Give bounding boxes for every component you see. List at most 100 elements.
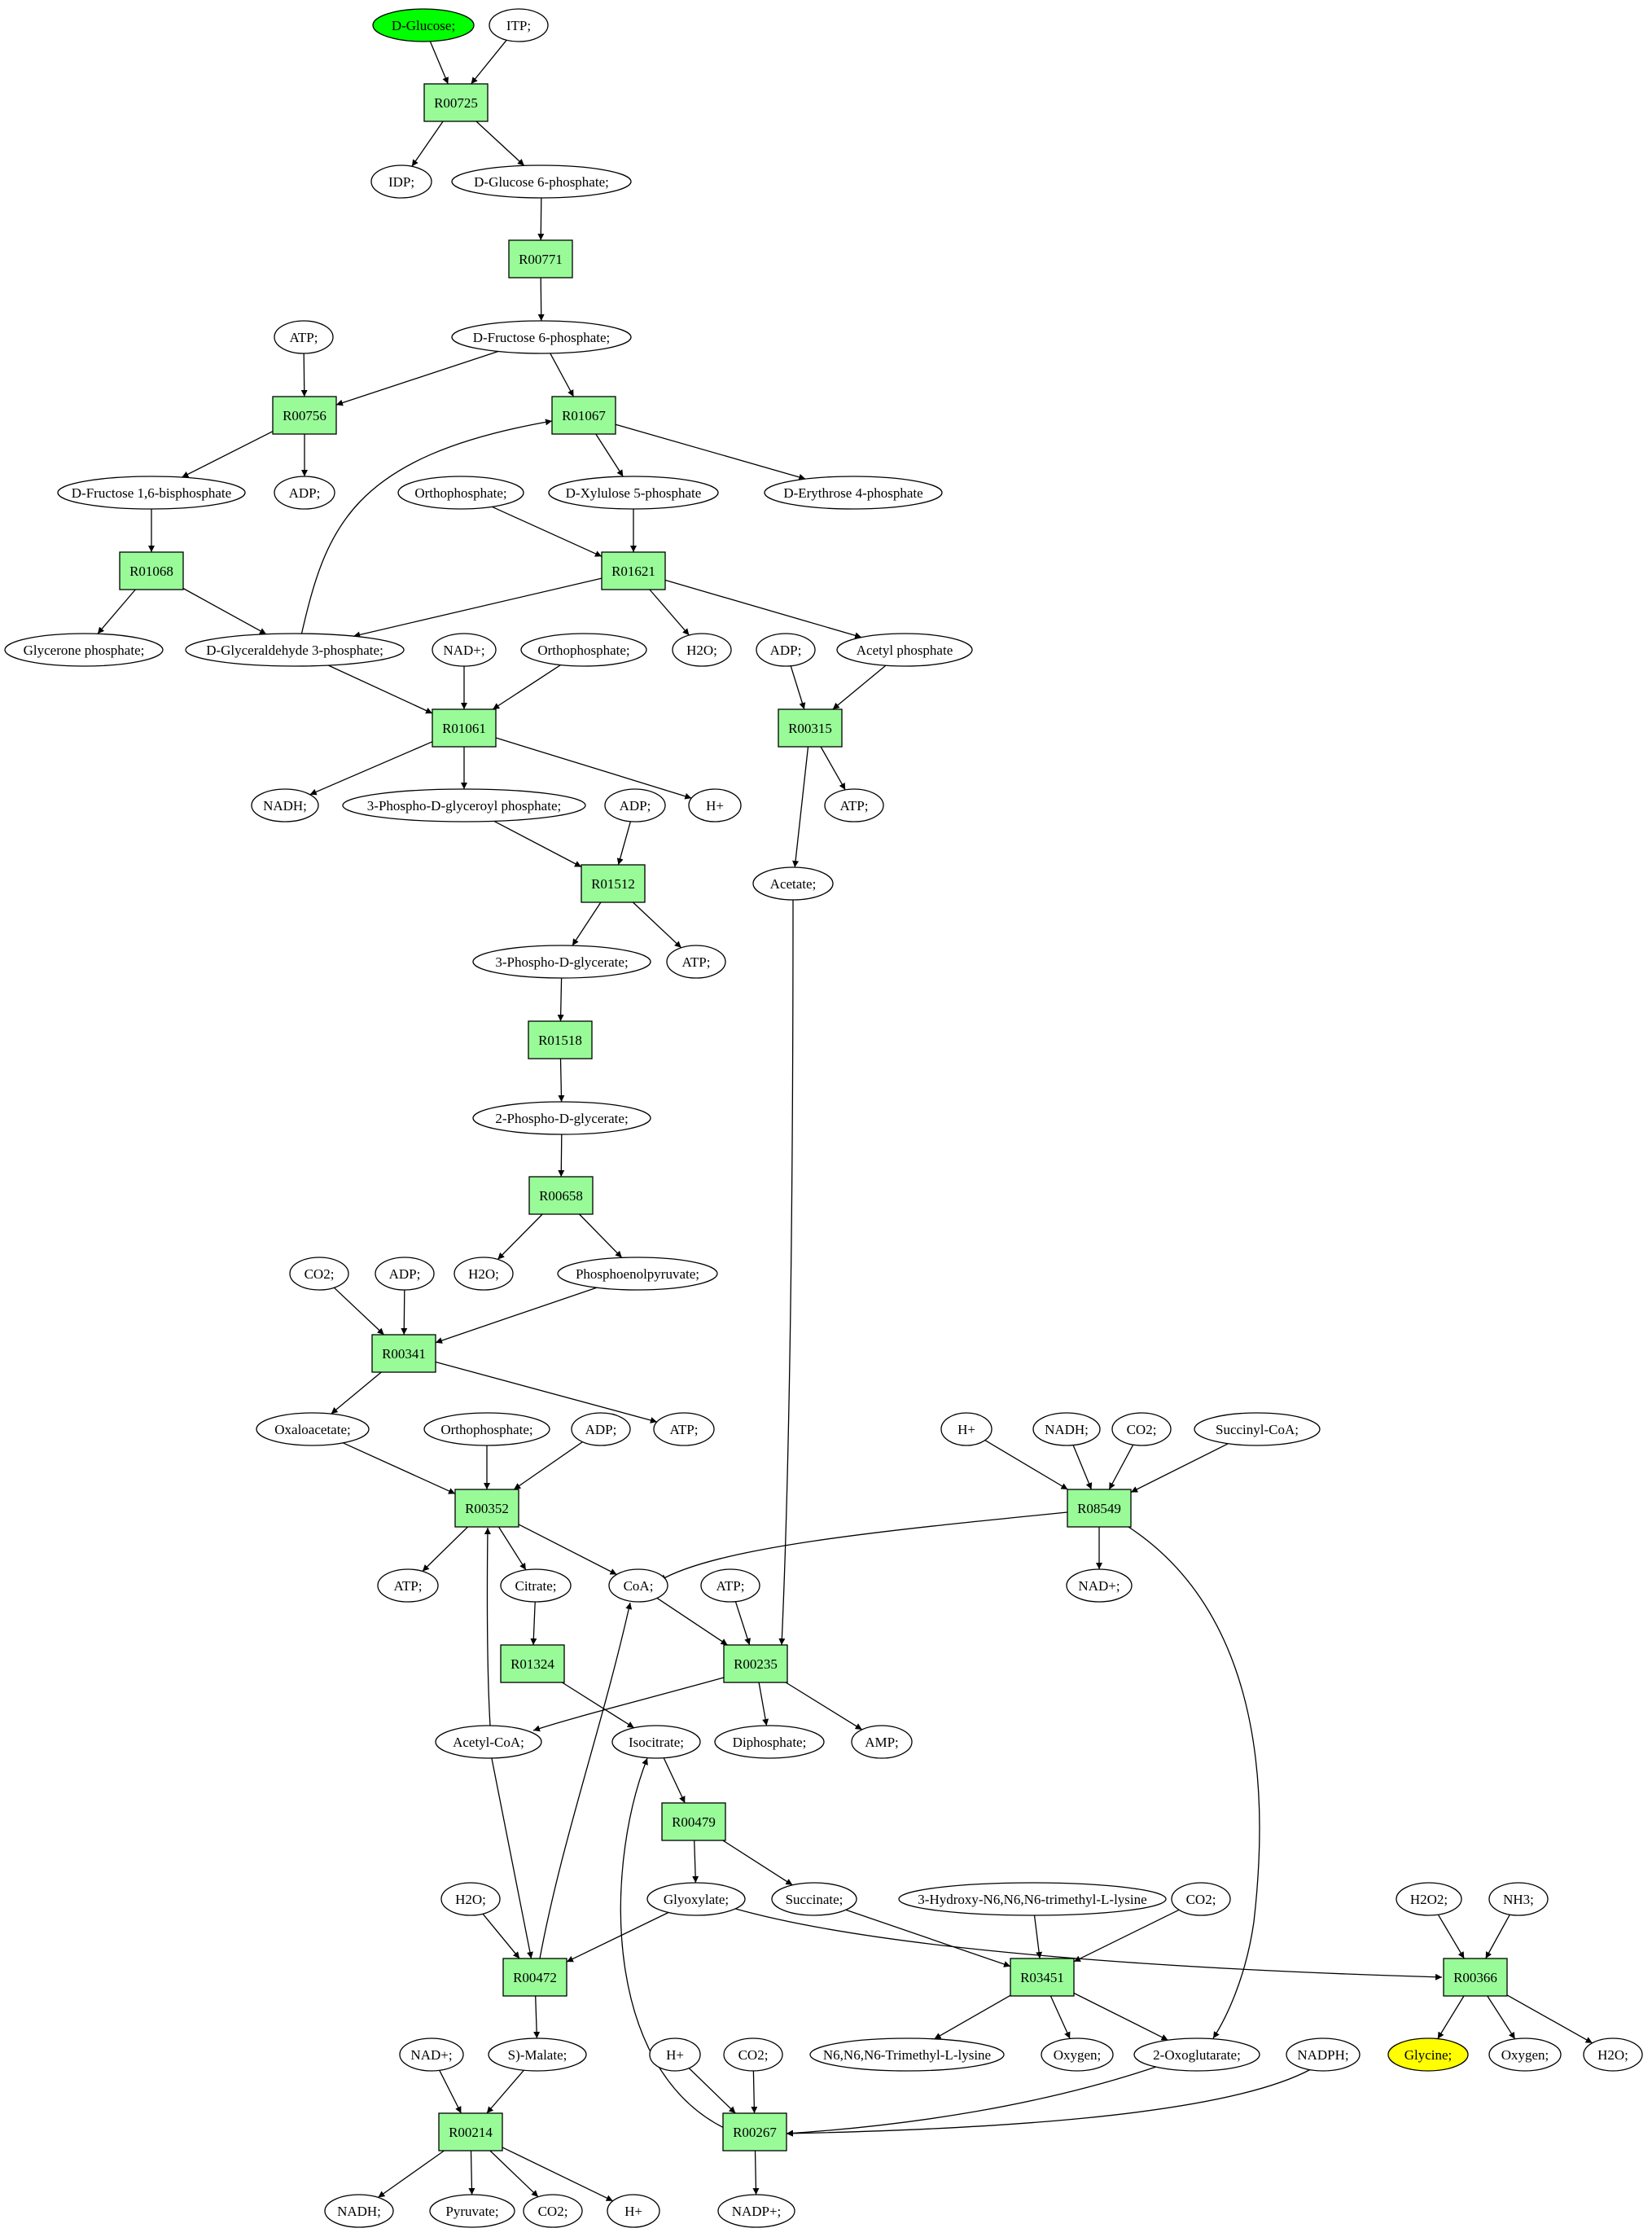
edge-pi2-to-R01061	[492, 665, 561, 710]
reaction-label: R00214	[449, 2125, 493, 2140]
metabolite-label: Phosphoenolpyruvate;	[576, 1266, 699, 1282]
edge-R00479-to-glyox	[692, 1840, 699, 1884]
metabolite-ellipse	[688, 788, 742, 822]
metabolite-node-adp1: ADP;	[274, 476, 335, 510]
metabolite-node-idp: IDP;	[370, 164, 432, 199]
metabolite-ellipse	[672, 633, 732, 667]
metabolite-ellipse	[756, 633, 816, 667]
metabolite-ellipse	[898, 1882, 1167, 1916]
metabolite-label: N6,N6,N6-Trimethyl-L-lysine	[823, 2047, 991, 2063]
metabolite-ellipse	[454, 1257, 514, 1291]
metabolite-label: Citrate;	[515, 1578, 557, 1594]
metabolite-label: Oxygen;	[1501, 2047, 1549, 2063]
metabolite-ellipse	[435, 1725, 542, 1759]
reaction-box	[1443, 1958, 1508, 1997]
metabolite-ellipse	[1171, 1882, 1231, 1916]
metabolite-ellipse	[429, 2194, 515, 2228]
edge-atp6-to-R00235	[734, 1601, 751, 1646]
edge-R01512-to-pg3	[572, 901, 602, 946]
edge-nadh2-to-R08549	[1072, 1445, 1093, 1490]
edge-f6p-to-R01067	[550, 353, 575, 397]
edge-glyox-to-R00366	[732, 1907, 1443, 1980]
metabolite-node-pi1: Orthophosphate;	[397, 476, 524, 510]
edge-R00315-to-acetate	[792, 746, 809, 868]
edge-R01067-to-e4p	[615, 423, 806, 480]
metabolite-label: CO2;	[738, 2047, 769, 2063]
metabolite-node-accoa: Acetyl-CoA;	[435, 1725, 542, 1759]
edge-R01621-to-gap	[353, 577, 603, 638]
edge-acetate-to-R00235	[778, 899, 794, 1646]
edge-R00214-to-nadh3	[378, 2150, 445, 2198]
edge-h2o2-to-R00366	[1437, 1914, 1465, 1959]
edge-R00315-to-atp2	[820, 746, 846, 791]
metabolite-label: D-Glyceraldehyde 3-phosphate;	[206, 643, 383, 658]
metabolite-label: Isocitrate;	[629, 1735, 684, 1750]
metabolite-label: Diphosphate;	[733, 1735, 807, 1750]
metabolite-ellipse	[851, 1725, 913, 1759]
edge-succoa-to-R08549	[1130, 1443, 1229, 1494]
metabolite-label: 3-Phospho-D-glyceroyl phosphate;	[367, 798, 561, 814]
metabolite-ellipse	[489, 8, 549, 42]
metabolite-node-akg: 2-Oxoglutarate;	[1133, 2037, 1260, 2072]
metabolite-ellipse	[764, 476, 943, 510]
edge-gap-to-R01067	[300, 419, 553, 636]
metabolite-node-nadh2: NADH;	[1032, 1412, 1101, 1446]
metabolite-label: H2O;	[686, 643, 717, 658]
metabolite-node-atp2: ATP;	[824, 788, 884, 822]
edge-nad3-to-R00214	[439, 2070, 462, 2114]
edge-R00472-to-malate	[533, 1995, 541, 2039]
metabolite-ellipse	[440, 1882, 501, 1916]
edge-R00352-to-atp5	[422, 1526, 468, 1572]
metabolite-ellipse	[1194, 1412, 1321, 1446]
metabolite-label: ADP;	[289, 485, 321, 501]
metabolite-node-adp5: ADP;	[571, 1412, 631, 1446]
metabolite-node-pg2: 2-Phospho-D-glycerate;	[472, 1101, 651, 1135]
reaction-box	[371, 1334, 436, 1373]
metabolite-label: H+	[957, 1422, 975, 1437]
reaction-node-r00267: R00267	[722, 2112, 787, 2151]
metabolite-label: D-Xylulose 5-phosphate	[566, 485, 702, 501]
metabolite-ellipse	[1583, 2037, 1643, 2072]
reaction-node-r03451: R03451	[1010, 1958, 1075, 1997]
metabolite-node-co2b: CO2;	[1111, 1412, 1172, 1446]
edge-hc-to-R00267	[688, 2068, 736, 2114]
edge-R00366-to-o2b	[1487, 1995, 1516, 2040]
edge-itp-to-R00725	[471, 39, 507, 85]
metabolite-node-co2d: CO2;	[723, 2037, 783, 2072]
metabolite-label: NADH;	[263, 798, 307, 814]
metabolite-node-nadh3: NADH;	[324, 2194, 394, 2228]
edge-R03451-to-tml	[934, 1994, 1011, 2040]
reaction-box	[1067, 1489, 1132, 1528]
reaction-node-r08549: R08549	[1067, 1489, 1132, 1528]
edge-accoa-to-R00472	[491, 1757, 533, 1959]
reaction-node-r01621: R01621	[601, 551, 666, 590]
metabolite-node-h1: H+	[688, 788, 742, 822]
metabolite-node-nadh1: NADH;	[251, 788, 319, 822]
reaction-node-r00771: R00771	[508, 239, 573, 279]
metabolite-node-glycine: Glycine;	[1387, 2037, 1469, 2072]
edge-R01067-to-xu5p	[595, 433, 624, 477]
edge-R01324-to-isocit	[562, 1682, 635, 1729]
edge-bpg-to-R01512	[493, 820, 582, 868]
metabolite-label: ADP;	[585, 1422, 617, 1437]
metabolite-label: NH3;	[1503, 1892, 1534, 1907]
metabolite-node-xu5p: D-Xylulose 5-phosphate	[548, 476, 719, 510]
reaction-node-r00725: R00725	[423, 83, 489, 122]
metabolite-label: Oxygen;	[1054, 2047, 1102, 2063]
metabolite-ellipse	[714, 1725, 825, 1759]
metabolite-ellipse	[1111, 1412, 1172, 1446]
metabolite-node-nadph: NADPH;	[1286, 2037, 1361, 2072]
metabolite-ellipse	[342, 788, 586, 822]
metabolite-ellipse	[370, 164, 432, 199]
metabolite-label: ATP;	[290, 330, 318, 345]
metabolite-label: ITP;	[506, 18, 531, 33]
metabolite-node-acp: Acetyl phosphate	[836, 633, 973, 667]
reaction-box	[502, 1958, 567, 1997]
metabolite-node-succoa: Succinyl-CoA;	[1194, 1412, 1321, 1446]
metabolite-label: NAD+;	[410, 2047, 452, 2063]
metabolite-node-atp3: ATP;	[666, 945, 726, 979]
metabolite-ellipse	[1286, 2037, 1361, 2072]
metabolite-label: 3-Hydroxy-N6,N6,N6-trimethyl-L-lysine	[918, 1892, 1146, 1907]
metabolite-node-co2c: CO2;	[1171, 1882, 1231, 1916]
edge-R01518-to-pg2	[558, 1058, 565, 1103]
